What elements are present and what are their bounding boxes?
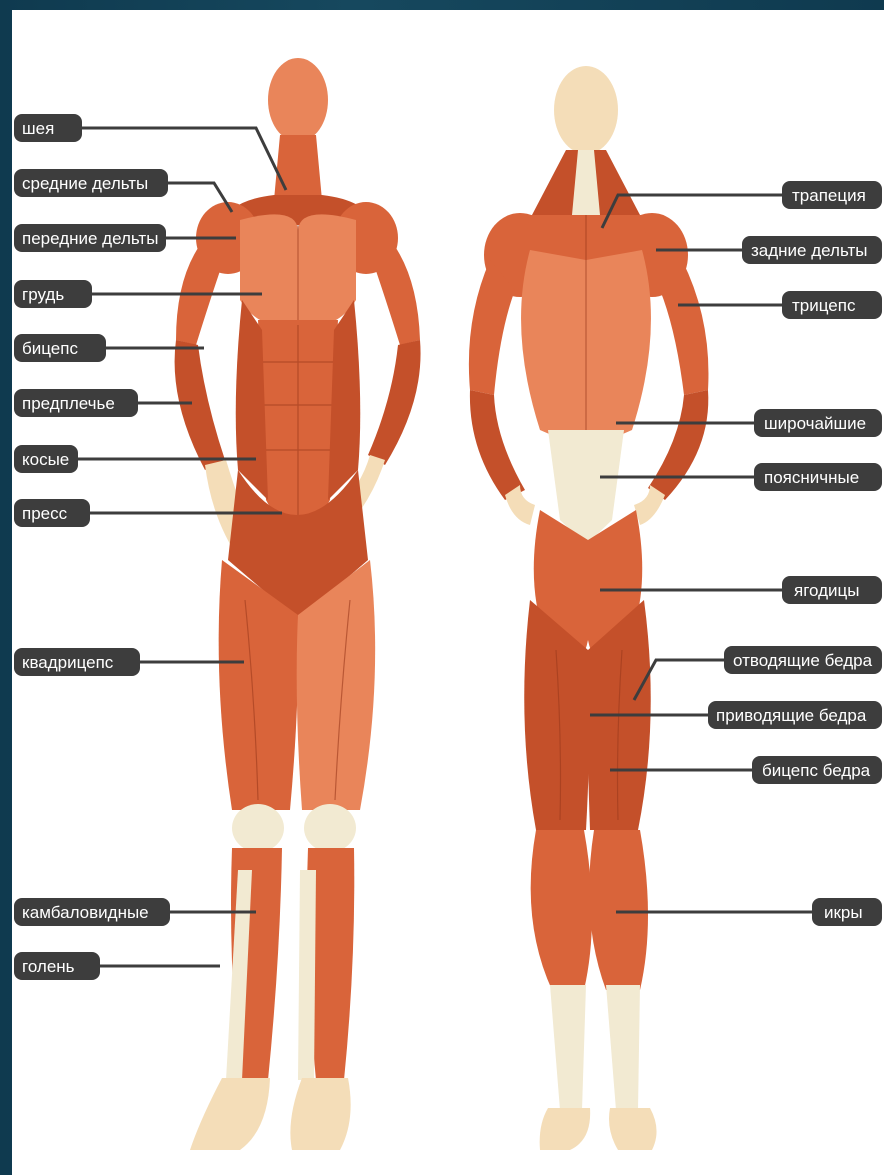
back-label-calves: икры (616, 898, 882, 926)
svg-text:отводящие бедра: отводящие бедра (733, 651, 873, 670)
front-label-quads: квадрицепс (14, 648, 244, 676)
back-label-hamstrings: бицепс бедра (610, 756, 882, 784)
svg-text:предплечье: предплечье (22, 394, 115, 413)
svg-text:голень: голень (22, 957, 75, 976)
front-label-mid-delts: средние дельты (14, 169, 232, 212)
svg-text:широчайшие: широчайшие (764, 414, 866, 433)
svg-text:бицепс: бицепс (22, 339, 78, 358)
front-label-forearm: предплечье (14, 389, 192, 417)
svg-text:икры: икры (824, 903, 863, 922)
svg-text:приводящие бедра: приводящие бедра (716, 706, 867, 725)
back-figure (469, 66, 709, 1150)
svg-text:трапеция: трапеция (792, 186, 866, 205)
front-neck (274, 135, 322, 200)
svg-text:грудь: грудь (22, 285, 64, 304)
back-label-rear-delts: задние дельты (656, 236, 882, 264)
svg-text:шея: шея (22, 119, 54, 138)
svg-text:трицепс: трицепс (792, 296, 856, 315)
svg-text:косые: косые (22, 450, 69, 469)
back-label-lower-back: поясничные (600, 463, 882, 491)
front-label-soleus: камбаловидные (14, 898, 256, 926)
back-label-triceps: трицепс (678, 291, 882, 319)
svg-text:бицепс бедра: бицепс бедра (762, 761, 871, 780)
svg-text:передние дельты: передние дельты (22, 229, 158, 248)
back-label-abductors: отводящие бедра (634, 646, 882, 700)
svg-text:квадрицепс: квадрицепс (22, 653, 114, 672)
front-label-shin: голень (14, 952, 220, 980)
svg-text:задние дельты: задние дельты (751, 241, 868, 260)
front-figure (175, 58, 421, 1150)
back-label-lats: широчайшие (616, 409, 882, 437)
svg-text:камбаловидные: камбаловидные (22, 903, 149, 922)
svg-text:пресс: пресс (22, 504, 68, 523)
back-label-glutes: ягодицы (600, 576, 882, 604)
svg-text:ягодицы: ягодицы (794, 581, 860, 600)
svg-text:средние дельты: средние дельты (22, 174, 148, 193)
svg-text:поясничные: поясничные (764, 468, 859, 487)
front-label-chest: грудь (14, 280, 262, 308)
front-head (268, 58, 328, 142)
